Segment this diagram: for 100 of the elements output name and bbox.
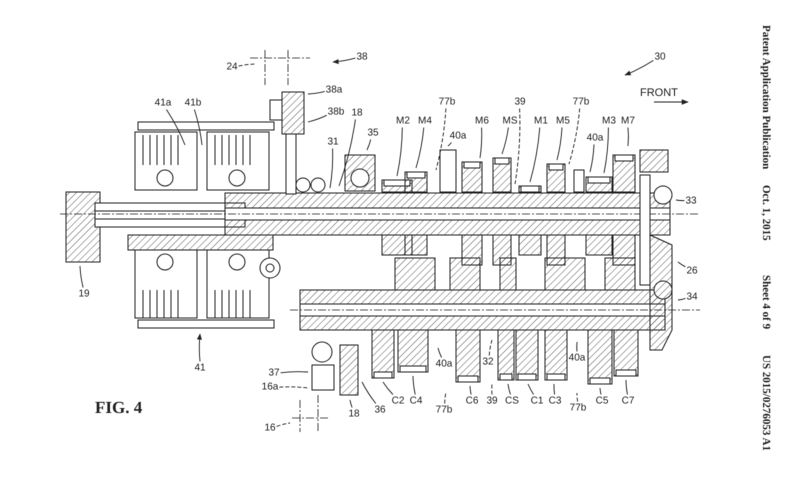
callout-number: 41 [194,362,206,374]
callout-number: C7 [622,396,634,406]
callout-number: 18 [351,108,363,118]
leader-line [278,386,308,388]
leader-line [678,298,686,300]
callout-number: C5 [596,396,608,406]
callout-number: 40a [450,130,466,142]
callout-number: 41b [184,98,202,108]
callout-number: CS [505,396,519,406]
leader-line [508,384,511,395]
leader-line [678,262,686,268]
leader-line [488,340,492,356]
leader-line [676,200,685,202]
leader-arrow [196,333,202,362]
figure-caption: FIG. 4 [95,398,142,418]
leader-line [470,386,472,395]
callout-number: 19 [78,288,90,300]
leader-line [238,64,256,67]
leader-line [362,382,376,404]
leader-line [448,142,452,146]
callout-number: 40a [586,132,604,144]
leader-line [166,109,186,146]
leader-line [366,139,372,150]
header-text: Oct. 1, 2015 [760,185,772,241]
header-text: US 2015/0276053 A1 [760,355,772,451]
callout-number: 39 [514,96,526,108]
callout-number: 77b [570,402,586,414]
leader-line [330,148,334,188]
callout-number: 77b [572,96,590,108]
callout-number: 38b [328,106,344,118]
callout-number: 40a [436,358,452,370]
callout-number: 40a [568,352,586,364]
leader-arrow [332,58,356,64]
callout-number: M1 [534,116,548,126]
leader-line [590,144,594,172]
leader-line [350,400,353,408]
leader-line [444,392,446,404]
leader-arrow [624,60,654,76]
leader-line [491,384,492,395]
leader-line [576,342,578,352]
callout-number: C2 [392,396,404,406]
callout-number: 33 [685,196,697,206]
callout-number: 39 [486,396,498,406]
leader-line [568,108,580,164]
callout-number: M4 [418,116,432,126]
callout-number: 16 [264,422,276,434]
callout-number: 38a [326,84,342,96]
callout-number: M5 [556,116,570,126]
callout-number: 30 [654,52,666,62]
header-text: Patent Application Publication [760,25,772,170]
callout-number: M7 [621,116,635,126]
callout-number: M2 [396,116,410,126]
header-text: Sheet 4 of 9 [760,275,772,330]
callout-number: 16a [262,382,278,392]
leader-line [438,348,442,358]
leader-line [338,119,356,186]
callout-number: M6 [475,116,489,126]
callout-number: 37 [268,368,280,378]
leader-line [276,422,290,427]
leader-line [502,127,509,154]
callout-number: 38 [356,52,368,62]
leader-line [308,114,328,122]
direction-label: FRONT [640,88,678,99]
leader-line [600,388,602,395]
leader-line [382,382,394,395]
callout-number: 77b [436,404,452,416]
leader-line [280,371,308,374]
leader-line [308,90,326,94]
leader-line [412,376,416,395]
callout-number: MS [502,116,518,126]
leader-line [416,127,424,168]
leader-line [556,127,562,160]
leader-line [436,108,446,170]
callout-number: 41a [154,98,172,108]
callout-number: C1 [530,396,544,406]
leader-line [80,266,84,288]
callout-number: 31 [327,136,339,148]
callout-number: 24 [226,62,238,72]
callout-number: C4 [410,396,422,406]
callout-number: C6 [466,396,478,406]
leader-line [194,109,202,146]
callout-number: 77b [438,96,456,108]
leader-line [604,127,609,174]
callout-number: C3 [548,396,562,406]
leader-line [530,127,540,182]
leader-line [528,384,534,395]
callout-number: 34 [686,292,698,302]
leader-line [626,380,628,395]
callout-number: M3 [602,116,616,126]
leader-line [396,127,403,176]
leader-line [628,127,629,146]
callout-number: 32 [482,356,494,368]
callout-number: 36 [374,404,386,416]
leader-line [576,392,578,402]
callout-number: 26 [686,266,698,276]
leader-line [480,127,482,158]
leader-line [554,384,556,395]
leader-line [514,108,520,184]
callout-number: 18 [348,408,360,420]
callout-number: 35 [367,128,379,138]
